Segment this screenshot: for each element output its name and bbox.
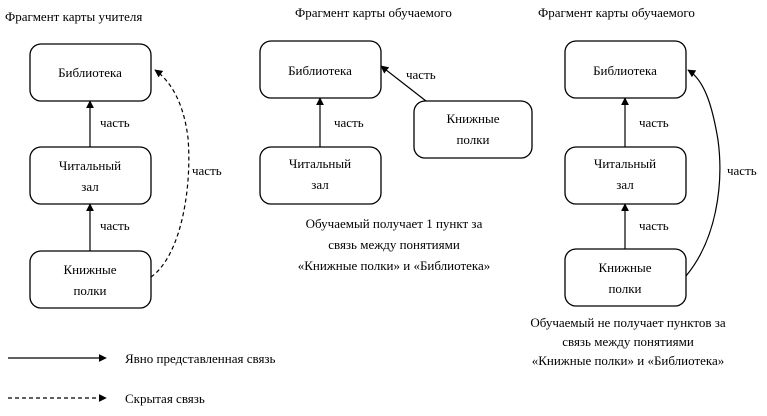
- student2-caption-line-2: связь между понятиями: [562, 334, 694, 349]
- student1-reading-room-label-2: зал: [311, 177, 329, 192]
- student2-bookshelves-node: [564, 248, 687, 307]
- student1-caption-line-2: связь между понятиями: [328, 237, 460, 252]
- student1-library-label: Библиотека: [288, 63, 352, 78]
- student2-reading-room-label-1: Читальный: [594, 156, 656, 171]
- teacher-reading-room-label-2: зал: [81, 179, 99, 194]
- student2-relation-label-2: часть: [639, 218, 669, 233]
- student2-bookshelves-label-2: полки: [608, 281, 641, 296]
- student2-caption-line-3: «Книжные полки» и «Библиотека»: [532, 353, 725, 368]
- legend: Явно представленная связь Скрытая связь: [8, 351, 276, 406]
- teacher-hidden-link-bookshelves-library: [150, 69, 190, 278]
- student2-bookshelves-label-1: Книжные: [598, 260, 651, 275]
- student2-relation-label-3: часть: [727, 163, 757, 178]
- student1-caption-line-3: «Книжные полки» и «Библиотека»: [298, 258, 491, 273]
- student1-map: Библиотека Читальный зал Книжные полки ч…: [259, 40, 533, 273]
- student1-bookshelves-node: [413, 100, 533, 159]
- legend-hidden-label: Скрытая связь: [125, 391, 205, 406]
- student2-link-bookshelves-library: [685, 69, 721, 277]
- teacher-bookshelves-label-2: полки: [73, 283, 106, 298]
- student1-caption-line-1: Обучаемый получает 1 пункт за: [306, 216, 483, 231]
- teacher-relation-label-3: часть: [192, 163, 222, 178]
- teacher-bookshelves-label-1: Книжные: [63, 262, 116, 277]
- legend-explicit-label: Явно представленная связь: [125, 351, 276, 366]
- student1-relation-label-2: часть: [406, 67, 436, 82]
- student1-arrow-bookshelves-to-library: [380, 65, 427, 102]
- student1-bookshelves-label-2: полки: [456, 132, 489, 147]
- teacher-map-title: Фрагмент карты учителя: [5, 9, 142, 24]
- student1-map-title: Фрагмент карты обучаемого: [295, 5, 452, 20]
- student1-reading-room-label-1: Читальный: [289, 156, 351, 171]
- student2-reading-room-label-2: зал: [616, 177, 634, 192]
- teacher-map: Библиотека Читальный зал Книжные полки ч…: [29, 43, 222, 309]
- teacher-reading-room-label-1: Читальный: [59, 158, 121, 173]
- teacher-relation-label-1: часть: [100, 115, 130, 130]
- student2-relation-label-1: часть: [639, 115, 669, 130]
- student2-map: Библиотека Читальный зал Книжные полки ч…: [530, 40, 757, 368]
- teacher-relation-label-2: часть: [100, 218, 130, 233]
- student2-map-title: Фрагмент карты обучаемого: [538, 5, 695, 20]
- teacher-reading-room-node: [29, 146, 152, 205]
- teacher-bookshelves-node: [29, 250, 152, 309]
- student1-relation-label-1: часть: [334, 115, 364, 130]
- student1-bookshelves-label-1: Книжные: [446, 111, 499, 126]
- student2-library-label: Библиотека: [593, 63, 657, 78]
- teacher-library-label: Библиотека: [58, 65, 122, 80]
- student2-caption-line-1: Обучаемый не получает пунктов за: [530, 315, 726, 330]
